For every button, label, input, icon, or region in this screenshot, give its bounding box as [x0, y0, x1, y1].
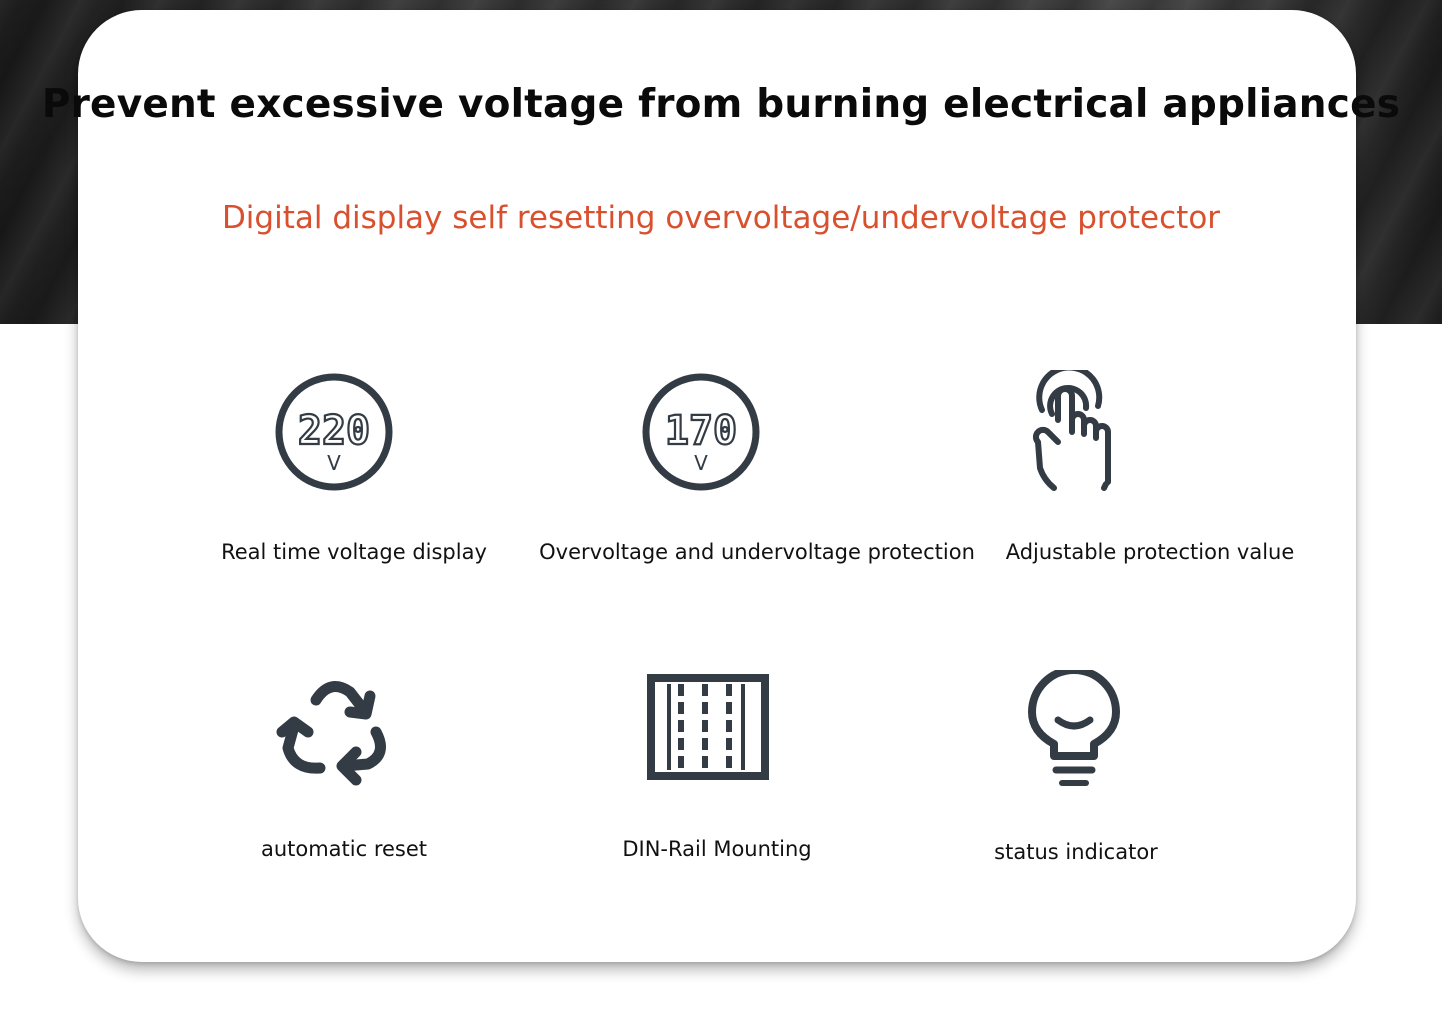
feature-label-real-time-voltage: Real time voltage display — [221, 540, 487, 564]
feature-label-over-undervoltage: Overvoltage and undervoltage protection — [539, 540, 975, 564]
din-rail-icon — [645, 672, 771, 784]
feature-label-adjustable-value: Adjustable protection value — [1005, 540, 1295, 564]
page-subtitle: Digital display self resetting overvolta… — [221, 200, 1221, 236]
feature-label-status-indicator: status indicator — [994, 840, 1158, 864]
display-unit: V — [694, 451, 708, 475]
feature-label-din-rail: DIN-Rail Mounting — [622, 837, 812, 861]
feature-label-automatic-reset: automatic reset — [260, 837, 428, 861]
display-unit: V — [327, 451, 341, 475]
touch-finger-icon — [1022, 370, 1122, 496]
recycle-arrows-icon — [272, 668, 396, 794]
voltage-display-170-icon: 170 V — [639, 370, 763, 494]
light-bulb-icon — [1024, 670, 1124, 794]
page-title: Prevent excessive voltage from burning e… — [41, 82, 1401, 127]
voltage-display-220-icon: 220 V — [272, 370, 396, 494]
display-reading: 170 — [665, 408, 737, 454]
display-reading: 220 — [298, 408, 370, 454]
